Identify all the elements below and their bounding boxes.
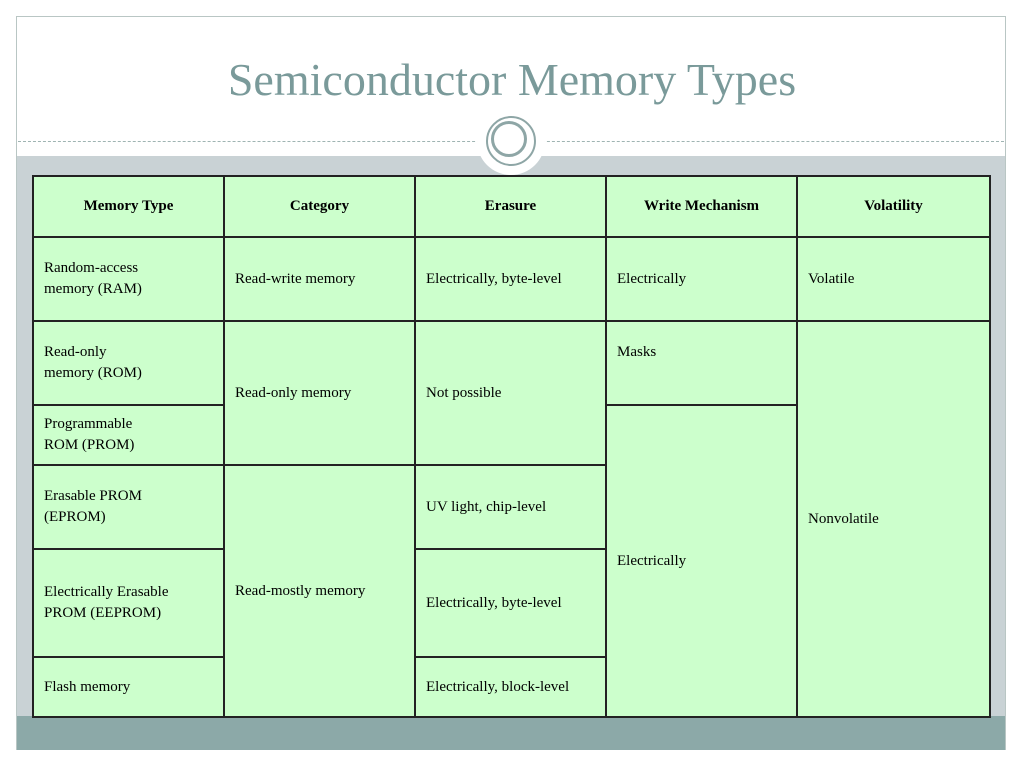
- table-row: Erasable PROM (EPROM) Read-mostly memory…: [32, 464, 990, 718]
- header-write-mechanism: Write Mechanism: [605, 175, 798, 238]
- header-memory-type: Memory Type: [32, 175, 225, 238]
- cell-write-mechanism: Masks: [605, 320, 798, 406]
- cell-category: Read-write memory: [223, 236, 416, 322]
- table-row: Read-only memory (ROM) Read-only memory …: [32, 320, 991, 718]
- cell-volatility: Nonvolatile: [796, 320, 991, 718]
- header-volatility: Volatility: [796, 175, 991, 238]
- header-category: Category: [223, 175, 416, 238]
- cell-memory-type: Flash memory: [32, 656, 225, 718]
- header-erasure: Erasure: [414, 175, 607, 238]
- cell-erasure: Electrically, block-level: [414, 656, 607, 718]
- cell-memory-type: Electrically Erasable PROM (EEPROM): [32, 548, 225, 658]
- ring-ornament-inner: [491, 121, 527, 157]
- table-row: Programmable ROM (PROM) Electrically: [32, 404, 990, 718]
- table-row: Flash memory Electrically, block-level: [32, 656, 990, 718]
- cell-erasure: UV light, chip-level: [414, 464, 607, 550]
- slide-title: Semiconductor Memory Types: [227, 54, 797, 105]
- cell-erasure: Not possible: [414, 320, 607, 466]
- cell-write-mechanism: Electrically: [605, 404, 798, 718]
- cell-category: Read-only memory: [223, 320, 416, 466]
- cell-memory-type: Random-access memory (RAM): [32, 236, 225, 322]
- table-header-row: Memory Type Category Erasure Write Mecha…: [32, 175, 991, 238]
- cell-memory-type: Programmable ROM (PROM): [32, 404, 225, 466]
- cell-erasure: Electrically, byte-level: [414, 548, 607, 658]
- cell-category: Read-mostly memory: [223, 464, 416, 718]
- cell-write-mechanism: Electrically: [605, 236, 798, 322]
- cell-memory-type: Read-only memory (ROM): [32, 320, 225, 406]
- table-row: Electrically Erasable PROM (EEPROM) Elec…: [32, 548, 990, 658]
- footer-band: [17, 716, 1005, 750]
- cell-memory-type: Erasable PROM (EPROM): [32, 464, 225, 550]
- cell-volatility: Volatile: [796, 236, 991, 322]
- table-row: Random-access memory (RAM) Read-write me…: [32, 236, 991, 322]
- cell-erasure: Electrically, byte-level: [414, 236, 607, 322]
- memory-types-table: Memory Type Category Erasure Write Mecha…: [32, 175, 991, 718]
